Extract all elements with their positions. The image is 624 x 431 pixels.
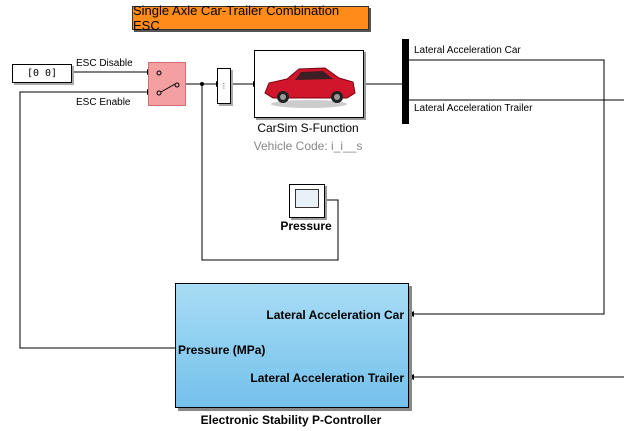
scope-name: Pressure bbox=[280, 219, 332, 233]
scope-block[interactable] bbox=[289, 184, 325, 218]
label-lat-trailer: Lateral Acceleration Trailer bbox=[414, 103, 533, 114]
port-pressure: Pressure (MPa) bbox=[178, 343, 266, 357]
branch-dot bbox=[200, 82, 204, 86]
wire-lat-car bbox=[408, 59, 605, 315]
diagram-title: Single Axle Car-Trailer Combination ESC bbox=[132, 3, 369, 33]
wire-esc-enable bbox=[19, 91, 175, 349]
label-lat-car: Lateral Acceleration Car bbox=[414, 45, 521, 56]
controller-block[interactable]: Lateral Acceleration Car Pressure (MPa) … bbox=[175, 283, 409, 408]
vehicle-code: Vehicle Code: i_i__s bbox=[253, 139, 363, 153]
carsim-name: CarSim S-Function bbox=[257, 121, 359, 135]
arrow-ctrl-car bbox=[408, 311, 414, 317]
port-lat-car: Lateral Acceleration Car bbox=[266, 308, 404, 322]
controller-name: Electronic Stability P-Controller bbox=[200, 413, 382, 427]
label-esc-disable: ESC Disable bbox=[76, 58, 133, 69]
wire-pressure-scope bbox=[201, 84, 339, 261]
carsim-block[interactable] bbox=[254, 50, 364, 118]
switch-icon bbox=[156, 70, 180, 96]
scope-icon bbox=[295, 189, 319, 208]
arrow-ctrl-trailer bbox=[408, 374, 414, 380]
label-esc-enable: ESC Enable bbox=[76, 97, 131, 108]
car-icon bbox=[264, 67, 356, 108]
mux-block[interactable]: ⋮ bbox=[217, 68, 231, 104]
bus-selector-block[interactable] bbox=[402, 39, 409, 124]
constant-block[interactable]: [0 0] bbox=[12, 64, 72, 83]
constant-value: [0 0] bbox=[26, 68, 58, 79]
manual-switch-block[interactable] bbox=[148, 62, 186, 106]
port-lat-trailer: Lateral Acceleration Trailer bbox=[250, 371, 404, 385]
mux-icon: ⋮ bbox=[220, 83, 228, 90]
